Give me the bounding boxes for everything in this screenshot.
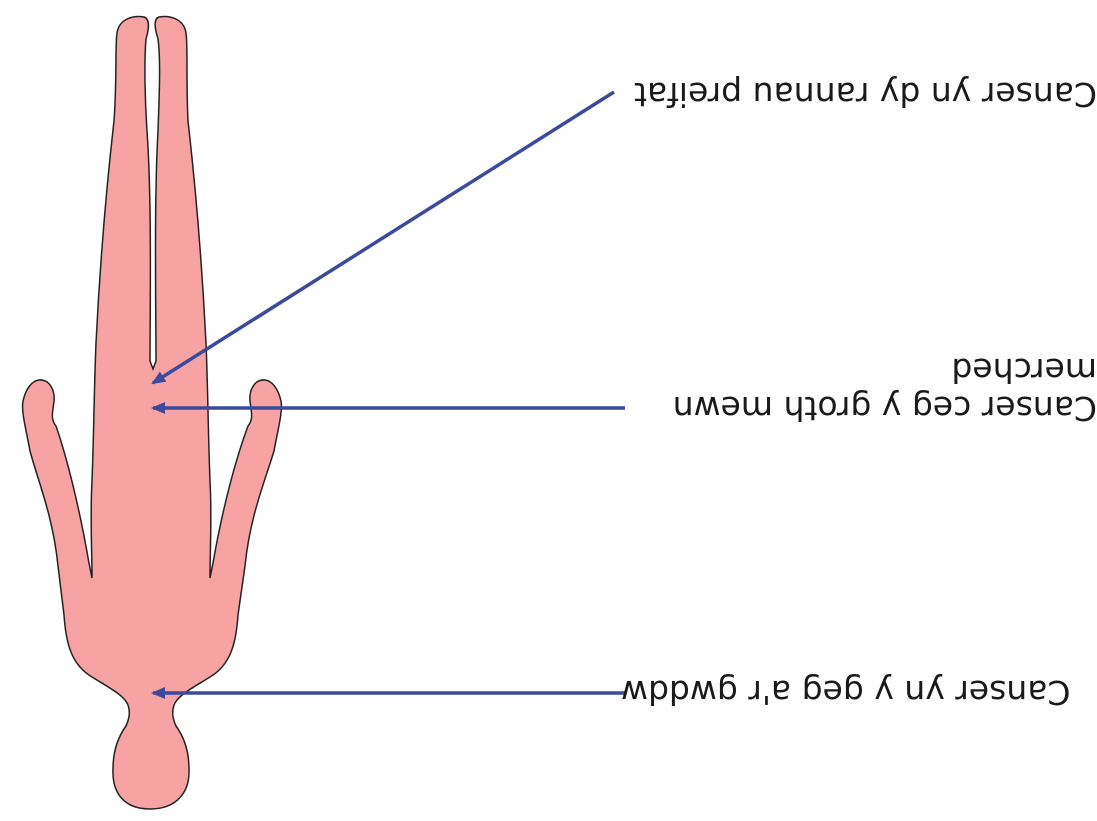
body-outline [23, 17, 282, 809]
label-cervical-cancer-line2: merched [621, 351, 1097, 389]
human-silhouette [23, 17, 282, 809]
label-genital-cancer: Canser yn dy rannau preifat [621, 75, 1097, 113]
label-cervical-cancer-line1: Canser ceg y groth mewn [621, 389, 1097, 427]
label-throat-cancer: Canser yn y geg a'r gwddw [621, 673, 1097, 711]
arrow-genital [153, 92, 614, 383]
